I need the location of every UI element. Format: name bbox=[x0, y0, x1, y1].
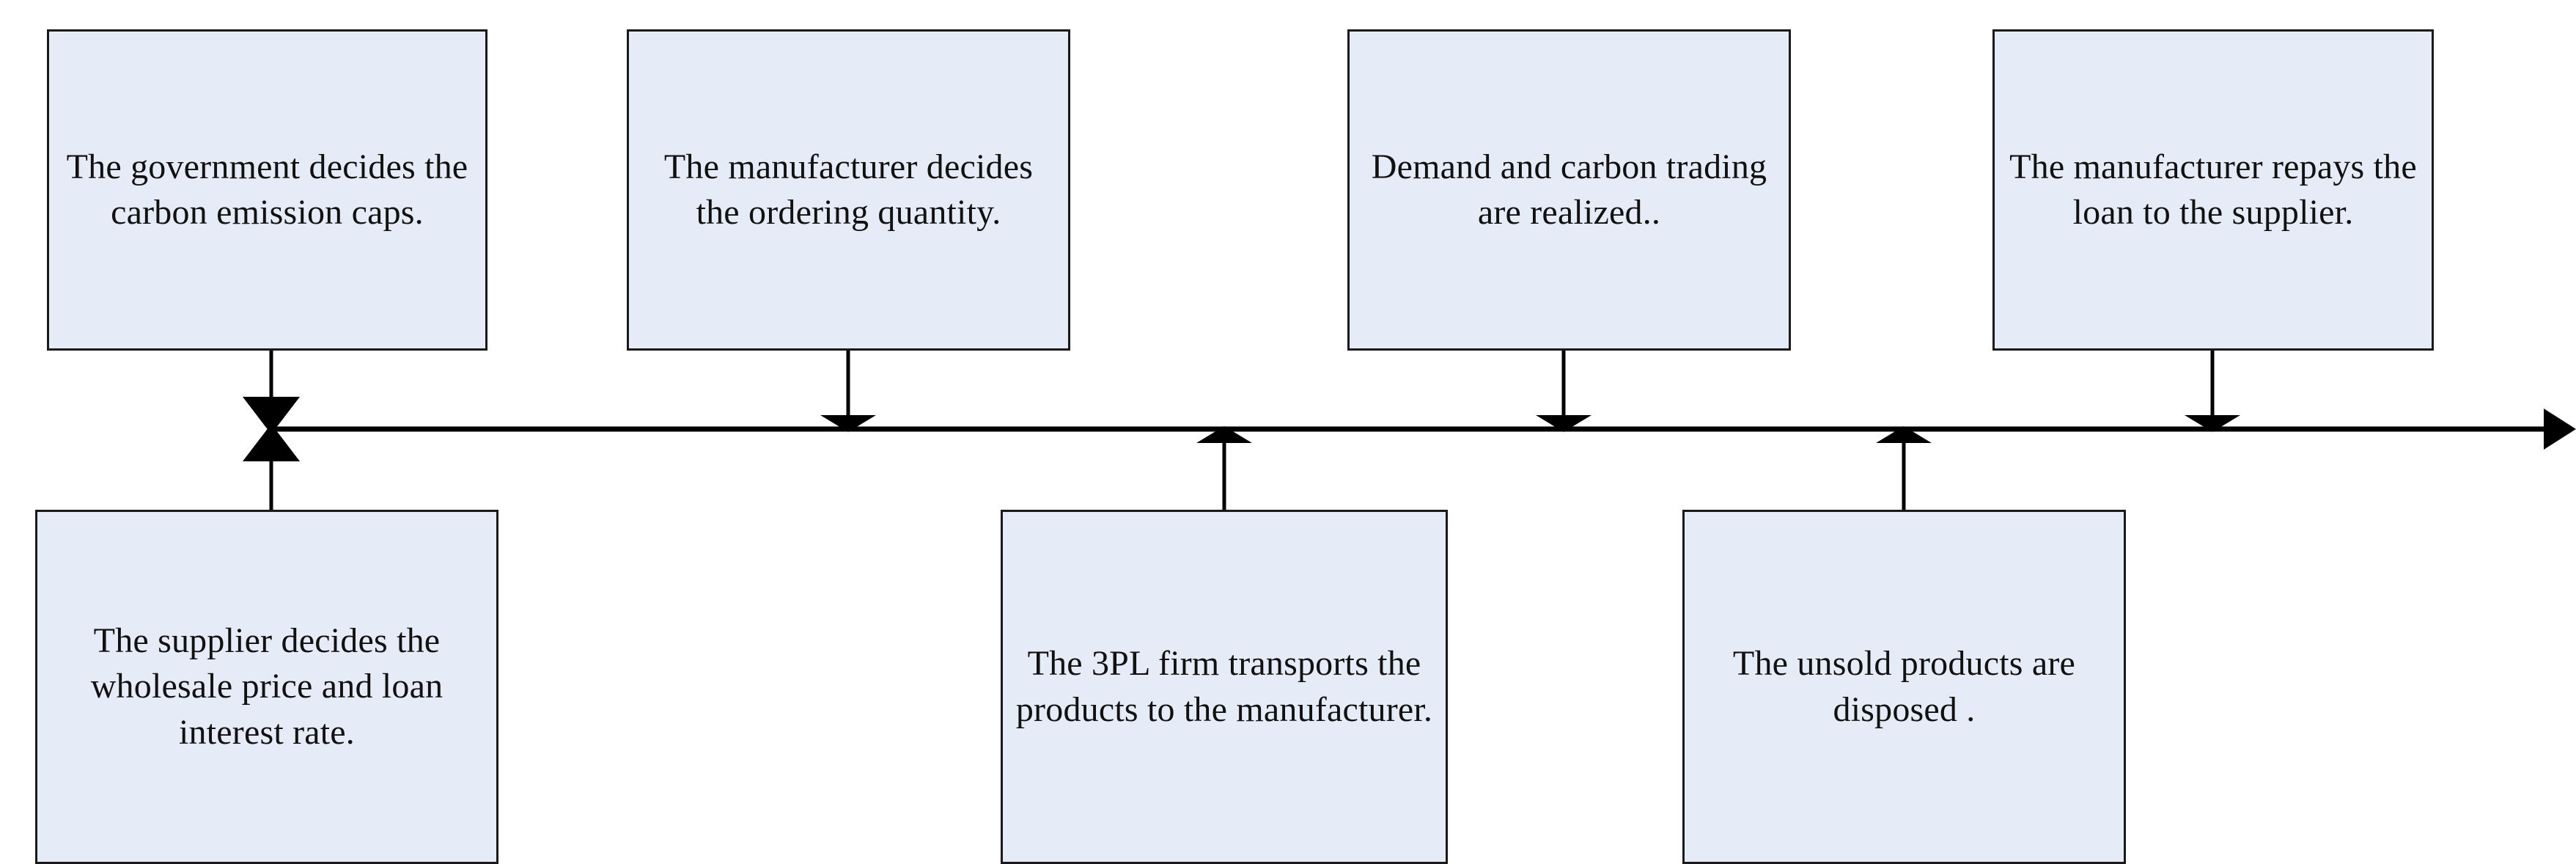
arrowhead-up-supplier-price-rate bbox=[243, 424, 300, 461]
node-unsold-disposed[interactable]: The unsold products are disposed . bbox=[1682, 510, 2126, 864]
node-label-3pl-transport: The 3PL firm transports the products to … bbox=[1015, 644, 1433, 729]
arrowhead-up-unsold-disposed bbox=[1876, 426, 1932, 443]
arrowhead-up-3pl-transport bbox=[1196, 426, 1252, 443]
node-label-manufacturer-repays-loan: The manufacturer repays the loan to the … bbox=[2009, 147, 2417, 232]
node-label-supplier-price-rate: The supplier decides the wholesale price… bbox=[90, 620, 444, 752]
timeline-end-arrowhead bbox=[2544, 409, 2576, 450]
node-government-caps[interactable]: The government decides the carbon emissi… bbox=[47, 29, 487, 351]
arrowhead-down-demand-carbon-trading bbox=[1536, 415, 1591, 432]
node-supplier-price-rate[interactable]: The supplier decides the wholesale price… bbox=[35, 510, 498, 864]
node-label-manufacturer-order-quantity: The manufacturer decides the ordering qu… bbox=[663, 147, 1034, 232]
node-manufacturer-repays-loan[interactable]: The manufacturer repays the loan to the … bbox=[1992, 29, 2434, 351]
arrowhead-down-manufacturer-order-quantity bbox=[820, 415, 876, 432]
arrowhead-down-manufacturer-repays-loan bbox=[2185, 415, 2240, 432]
arrowhead-down-government-caps bbox=[243, 397, 300, 434]
node-label-government-caps: The government decides the carbon emissi… bbox=[66, 147, 468, 232]
node-label-demand-carbon-trading: Demand and carbon trading are realized.. bbox=[1371, 147, 1767, 232]
node-3pl-transport[interactable]: The 3PL firm transports the products to … bbox=[1001, 510, 1448, 864]
node-demand-carbon-trading[interactable]: Demand and carbon trading are realized.. bbox=[1347, 29, 1791, 351]
node-label-unsold-disposed: The unsold products are disposed . bbox=[1732, 644, 2076, 729]
node-manufacturer-order-quantity[interactable]: The manufacturer decides the ordering qu… bbox=[627, 29, 1070, 351]
